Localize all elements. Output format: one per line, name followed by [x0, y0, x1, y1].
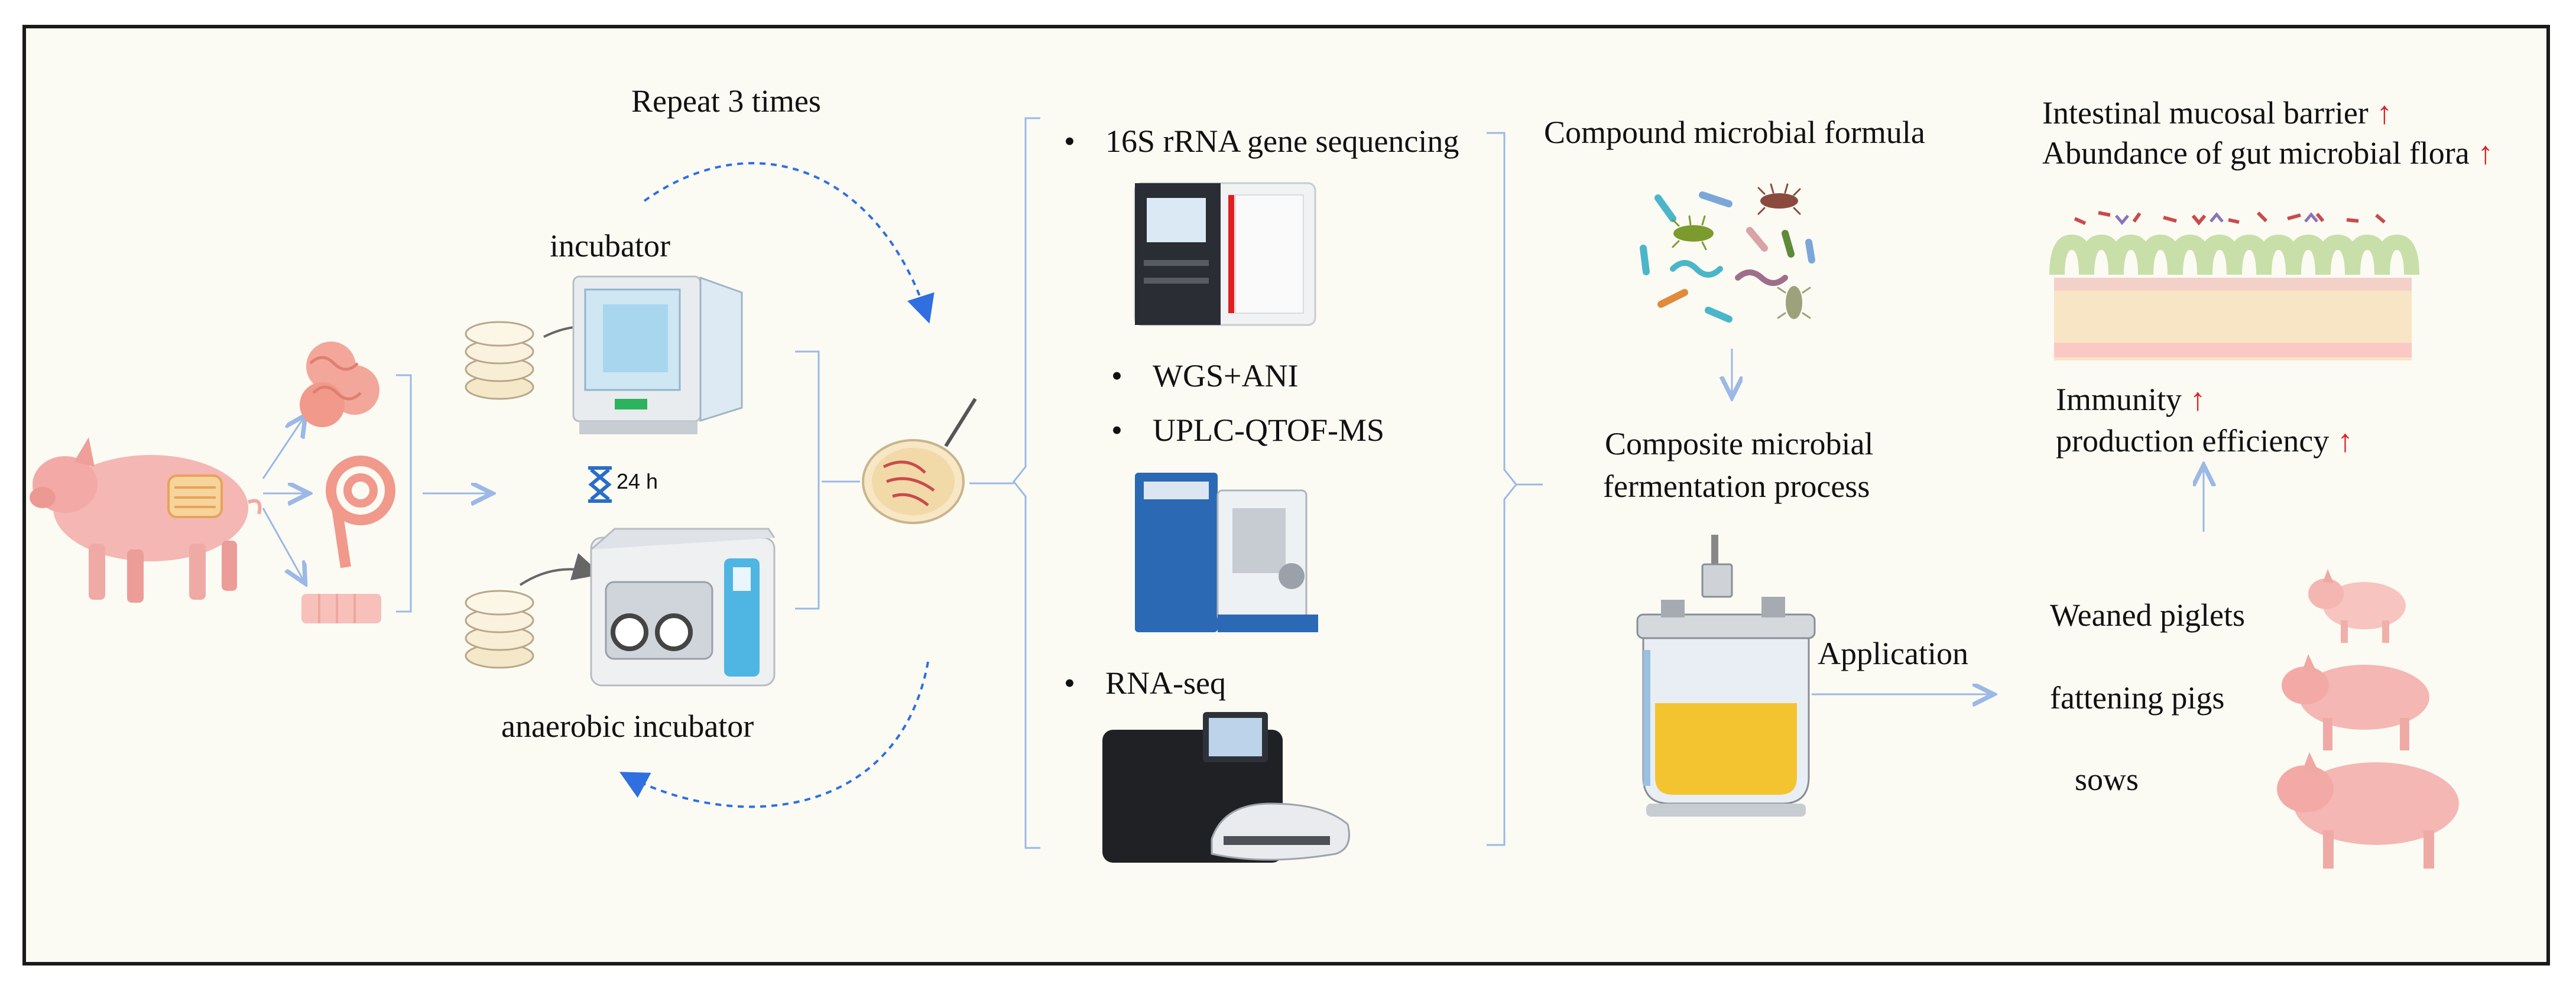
incubator-icon: [572, 275, 743, 434]
analysis-item-wgs: WGS+ANI: [1111, 357, 1299, 394]
fermentation-label-line2: fermentation process: [1603, 469, 1870, 504]
outcome-barrier: Intestinal mucosal barrier ↑: [2042, 95, 2392, 131]
anaerobic-incubator-icon: [590, 528, 776, 687]
analysis-item-16s: 16S rRNA gene sequencing: [1064, 123, 1459, 160]
dish-to-anaerobic-arrow: [519, 552, 602, 586]
up-arrow-icon: ↑: [2477, 135, 2494, 171]
repeat-loop-arc-top: [643, 162, 935, 324]
source-pig: [30, 437, 262, 603]
gut-bracket: [396, 374, 412, 613]
analysis-brace-right: [1487, 132, 1517, 846]
anaerobic-incubator-label: anaerobic incubator: [501, 708, 754, 744]
microbes-icon: [1640, 183, 1815, 323]
rna-seq-instrument-icon: [1102, 712, 1350, 863]
outcome-immunity: Immunity ↑: [2056, 381, 2206, 418]
outcome-barrier-text: Intestinal mucosal barrier: [2042, 95, 2369, 131]
intestinal-barrier-icon: [2049, 211, 2419, 360]
application-label: Application: [1818, 636, 1968, 671]
fermenter-icon: [1636, 535, 1816, 817]
intestine-colon-icon: [326, 456, 395, 568]
culture-bracket: [795, 350, 820, 610]
analysis-item-rnaseq: RNA-seq: [1064, 665, 1226, 701]
intestine-tissue-icon: [301, 594, 381, 623]
target-sows: sows: [2075, 762, 2139, 797]
outcome-abundance-text: Abundance of gut microbial flora: [2042, 135, 2470, 171]
target-weaned-piglets: Weaned piglets: [2050, 597, 2246, 633]
formula-label: Compound microbial formula: [1544, 115, 1925, 150]
pig-to-gut-arrows: [262, 417, 307, 582]
intestine-small-icon: [300, 342, 379, 427]
fermentation-label-line1: Composite microbial: [1605, 426, 1874, 461]
petri-dish-stack-bottom: [465, 590, 534, 669]
outcome-immunity-text: Immunity: [2056, 382, 2182, 417]
up-arrow-icon: ↑: [2189, 382, 2206, 417]
up-arrow-icon: ↑: [2376, 95, 2393, 131]
weaned-piglet-icon: [2308, 569, 2406, 643]
target-fattening-pigs: fattening pigs: [2050, 680, 2225, 716]
analysis-brace-left: [1013, 117, 1040, 849]
repeat-loop-arc-bottom: [619, 661, 929, 808]
streak-plate-icon: [862, 398, 977, 524]
up-arrow-icon: ↑: [2337, 423, 2353, 459]
timer-label: 24 h: [617, 469, 658, 493]
mass-spectrometer-icon: [1135, 473, 1318, 632]
analysis-item-uplc: UPLC-QTOF-MS: [1111, 412, 1384, 448]
outcome-abundance: Abundance of gut microbial flora ↑: [2042, 135, 2493, 171]
fattening-pig-icon: [2282, 654, 2429, 750]
incubator-label: incubator: [550, 228, 670, 264]
sequencer-icon: [1134, 182, 1316, 326]
hourglass-icon: [588, 466, 612, 503]
sow-icon: [2277, 752, 2459, 869]
outcome-production-text: production efficiency: [2056, 423, 2330, 459]
repeat-label: Repeat 3 times: [631, 83, 821, 119]
outcome-production: production efficiency ↑: [2056, 422, 2353, 459]
petri-dish-stack-top: [465, 321, 534, 400]
